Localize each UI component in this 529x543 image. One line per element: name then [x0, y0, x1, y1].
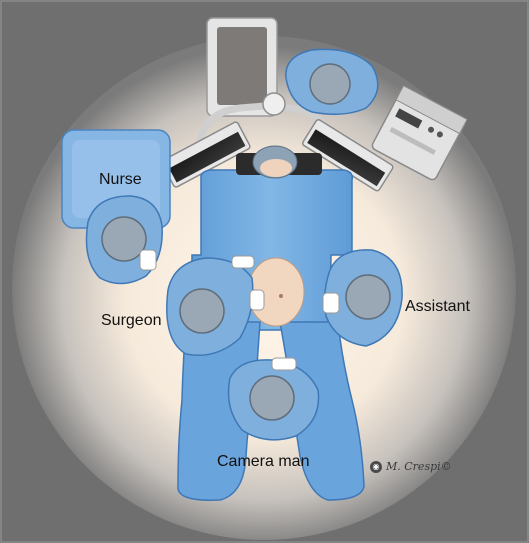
anesthetist: [286, 49, 378, 114]
camera-man-label: Camera man: [217, 454, 309, 470]
assistant-label: Assistant: [405, 299, 470, 315]
nurse-label: Nurse: [99, 172, 142, 188]
signature-logo-icon: ◉: [370, 461, 382, 473]
boom-hub: [263, 93, 285, 115]
nurse-figure: [87, 196, 163, 284]
signature-text: M. Crespi©: [386, 460, 452, 473]
surgeon-label: Surgeon: [101, 313, 162, 329]
artist-signature: ◉ M. Crespi©: [370, 460, 452, 473]
